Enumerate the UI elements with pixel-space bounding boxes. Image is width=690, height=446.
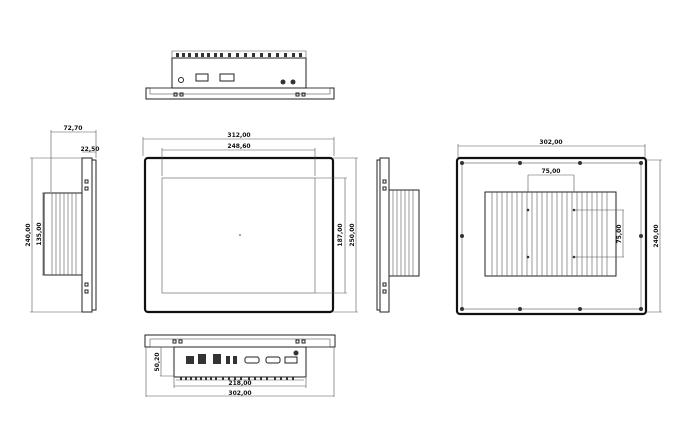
dim-height-box: 135,00 — [36, 222, 43, 245]
back-view: 302,00 75,00 75,00 240,00 — [455, 139, 662, 316]
dim-height-display: 187,00 — [337, 223, 344, 246]
dim-width-total: 302,00 — [539, 139, 562, 146]
dim-depth-total: 72,70 — [64, 125, 83, 132]
dim-height-box: 50,20 — [154, 353, 161, 372]
front-view: 312,00 248,60 187,00 250,00 — [142, 132, 358, 314]
dim-height-total: 240,00 — [25, 223, 32, 246]
dim-mount-horizontal: 75,00 — [542, 168, 561, 175]
left-side-view: 72,70 22,50 240,00 135,00 — [25, 125, 100, 313]
dim-width-total: 302,00 — [228, 390, 251, 397]
dim-width-box: 218,00 — [228, 380, 251, 387]
dim-height-total: 240,00 — [653, 224, 660, 247]
dim-width-total: 312,00 — [227, 132, 250, 139]
dim-depth-panel: 22,50 — [81, 146, 100, 153]
dim-width-display: 248,60 — [227, 143, 250, 150]
dim-height-total: 250,00 — [349, 223, 356, 246]
bottom-view: 50,20 218,00 302,00 — [144, 334, 336, 397]
dim-mount-vertical: 75,00 — [616, 225, 623, 244]
top-view — [145, 50, 335, 100]
right-side-view — [376, 157, 420, 313]
